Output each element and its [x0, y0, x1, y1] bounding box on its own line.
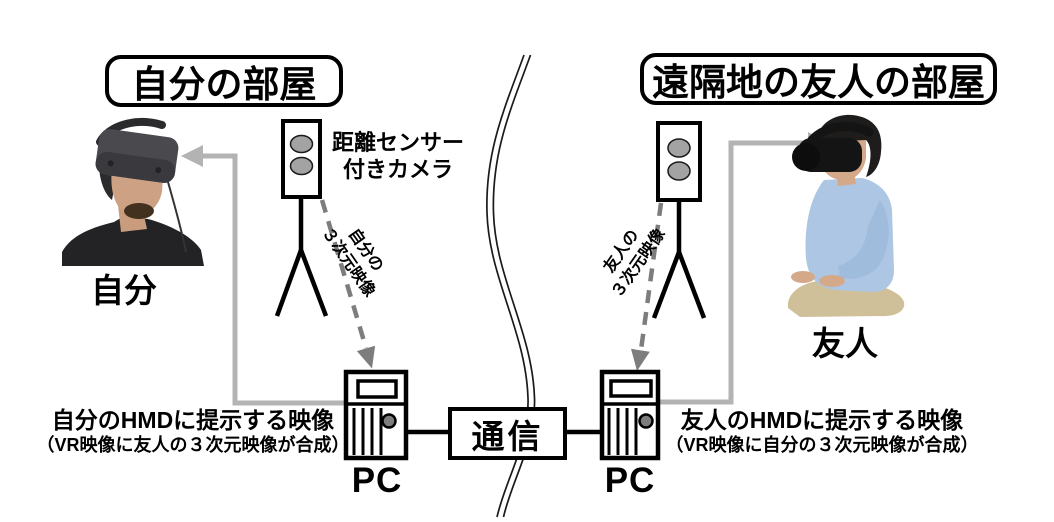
pc-right-icon [599, 369, 661, 461]
self-photo [62, 118, 204, 266]
depth-camera-left-icon [274, 119, 329, 317]
friend-person-label: 友人 [812, 325, 878, 362]
self-person-label: 自分 [91, 272, 157, 309]
pc-right-label: PC [604, 461, 656, 500]
self-hmd-caption: 自分のHMDに提示する映像 （VR映像に友人の３次元映像が合成） [28, 407, 358, 456]
depth-camera-label-line1: 距離センサー [331, 130, 464, 155]
room-title-self: 自分の部屋 [105, 55, 343, 107]
communication-box: 通信 [448, 407, 567, 460]
friend-3d-stream-arrow [631, 202, 664, 371]
friend-hmd-caption-line2: （VR映像に自分の３次元映像が合成） [665, 435, 979, 455]
room-title-friend: 遠隔地の友人の部屋 [640, 53, 997, 105]
friend-hmd-caption: 友人のHMDに提示する映像 （VR映像に自分の３次元映像が合成） [657, 407, 987, 456]
self-3d-stream-arrow [319, 199, 376, 369]
friend-hmd-caption-line1: 友人のHMDに提示する映像 [680, 407, 964, 433]
self-hmd-video-arrow [181, 145, 346, 406]
depth-camera-right-icon [651, 121, 707, 319]
depth-camera-label: 距離センサー 付きカメラ [322, 129, 474, 183]
self-hmd-caption-line1: 自分のHMDに提示する映像 [51, 407, 335, 433]
self-hmd-caption-line2: （VR映像に友人の３次元映像が合成） [36, 435, 350, 455]
pc-left-icon [343, 369, 409, 461]
pc-left-label: PC [351, 461, 403, 500]
depth-camera-label-line2: 付きカメラ [342, 157, 453, 182]
friend-photo [787, 114, 905, 317]
